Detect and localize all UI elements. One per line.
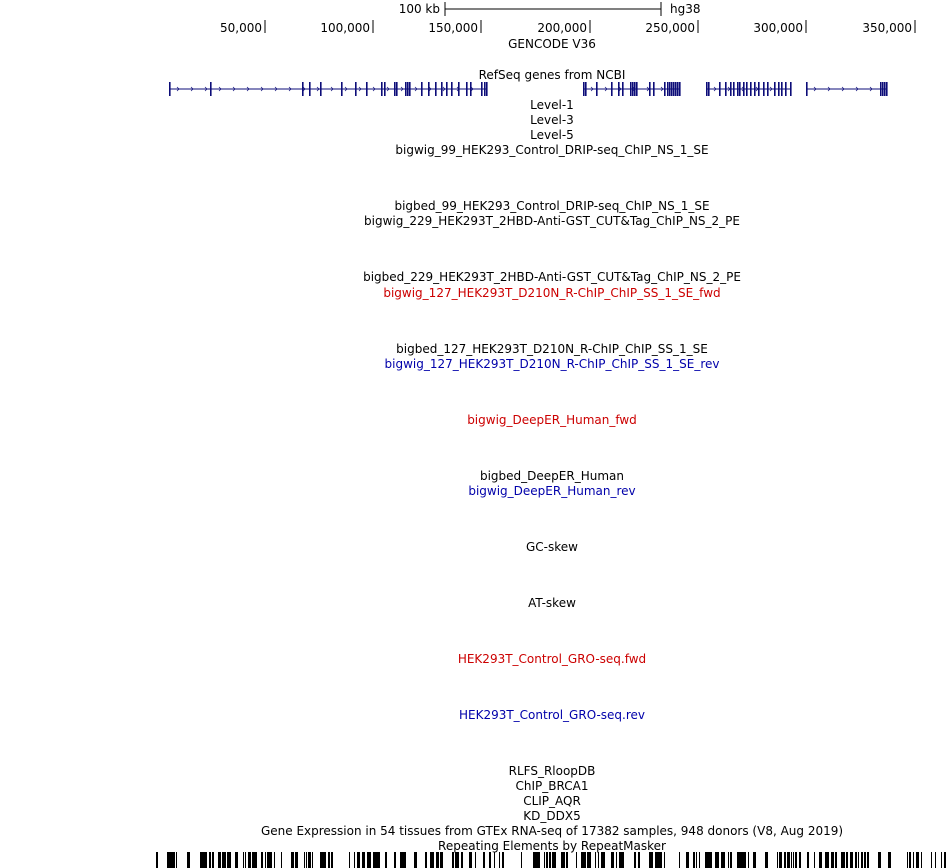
track-label-bigwig127fwd[interactable]: bigwig_127_HEK293T_D210N_R-ChIP_ChIP_SS_… bbox=[383, 286, 721, 300]
scale-bar-label: 100 kb bbox=[399, 2, 440, 16]
track-label-level5[interactable]: Level-5 bbox=[530, 128, 574, 142]
track-label-gtex[interactable]: Gene Expression in 54 tissues from GTEx … bbox=[260, 824, 844, 838]
gene-model[interactable] bbox=[706, 82, 792, 96]
scale-bar: 100 kb hg38 bbox=[399, 2, 701, 16]
ruler-tick-label: 300,000 bbox=[753, 21, 803, 35]
track-label-brca1[interactable]: ChIP_BRCA1 bbox=[515, 779, 589, 793]
track-label-deeperbed[interactable]: bigbed_DeepER_Human bbox=[479, 469, 624, 483]
track-label-gencode[interactable]: GENCODE V36 bbox=[508, 37, 596, 51]
ruler-tick-label: 100,000 bbox=[320, 21, 370, 35]
track-label-grorev[interactable]: HEK293T_Control_GRO-seq.rev bbox=[458, 708, 646, 722]
assembly-label: hg38 bbox=[670, 2, 701, 16]
track-label-atskew[interactable]: AT-skew bbox=[528, 596, 576, 610]
track-label-rmsk[interactable]: Repeating Elements by RepeatMasker bbox=[438, 839, 666, 853]
track-label-grofwd[interactable]: HEK293T_Control_GRO-seq.fwd bbox=[457, 652, 647, 666]
track-label-rlfs[interactable]: RLFS_RloopDB bbox=[508, 764, 596, 778]
refseq-gene-models[interactable] bbox=[0, 78, 950, 100]
repeatmasker-track-features[interactable] bbox=[0, 852, 950, 868]
track-label-level1[interactable]: Level-1 bbox=[530, 98, 574, 112]
track-label-deeperfwd[interactable]: bigwig_DeepER_Human_fwd bbox=[467, 413, 637, 427]
ruler-tick-label: 200,000 bbox=[537, 21, 587, 35]
base-position-ruler[interactable]: 100 kb hg38 50,000 100,000 150,000 200,000 2… bbox=[0, 0, 950, 60]
track-label-bigwig127rev[interactable]: bigwig_127_HEK293T_D210N_R-ChIP_ChIP_SS_… bbox=[384, 357, 720, 371]
ruler-tick-label: 50,000 bbox=[220, 21, 262, 35]
track-label-ddx5[interactable]: KD_DDX5 bbox=[523, 809, 581, 823]
gene-model[interactable] bbox=[806, 82, 888, 96]
gene-model[interactable] bbox=[583, 82, 681, 96]
gene-model[interactable] bbox=[169, 82, 488, 96]
ruler-ticks: 50,000 100,000 150,000 200,000 250,000 300,00… bbox=[220, 20, 916, 35]
track-label-bigbed127[interactable]: bigbed_127_HEK293T_D210N_R-ChIP_ChIP_SS_… bbox=[396, 342, 708, 356]
track-label-aqr[interactable]: CLIP_AQR bbox=[523, 794, 581, 808]
track-label-deeperrev[interactable]: bigwig_DeepER_Human_rev bbox=[468, 484, 636, 498]
track-label-bigwig99[interactable]: bigwig_99_HEK293_Control_DRIP-seq_ChIP_N… bbox=[395, 143, 709, 157]
track-label-bigbed99[interactable]: bigbed_99_HEK293_Control_DRIP-seq_ChIP_N… bbox=[394, 199, 710, 213]
track-label-refseq[interactable]: RefSeq genes from NCBI bbox=[478, 68, 626, 82]
track-label-bigwig229[interactable]: bigwig_229_HEK293T_2HBD-Anti-GST_CUT&Tag… bbox=[364, 214, 740, 228]
ruler-tick-label: 150,000 bbox=[428, 21, 478, 35]
track-label-bigbed229[interactable]: bigbed_229_HEK293T_2HBD-Anti-GST_CUT&Tag… bbox=[363, 270, 741, 284]
ruler-tick-label: 350,000 bbox=[862, 21, 912, 35]
ruler-tick-label: 250,000 bbox=[645, 21, 695, 35]
track-label-level3[interactable]: Level-3 bbox=[530, 113, 574, 127]
track-label-gcskew[interactable]: GC-skew bbox=[526, 540, 578, 554]
